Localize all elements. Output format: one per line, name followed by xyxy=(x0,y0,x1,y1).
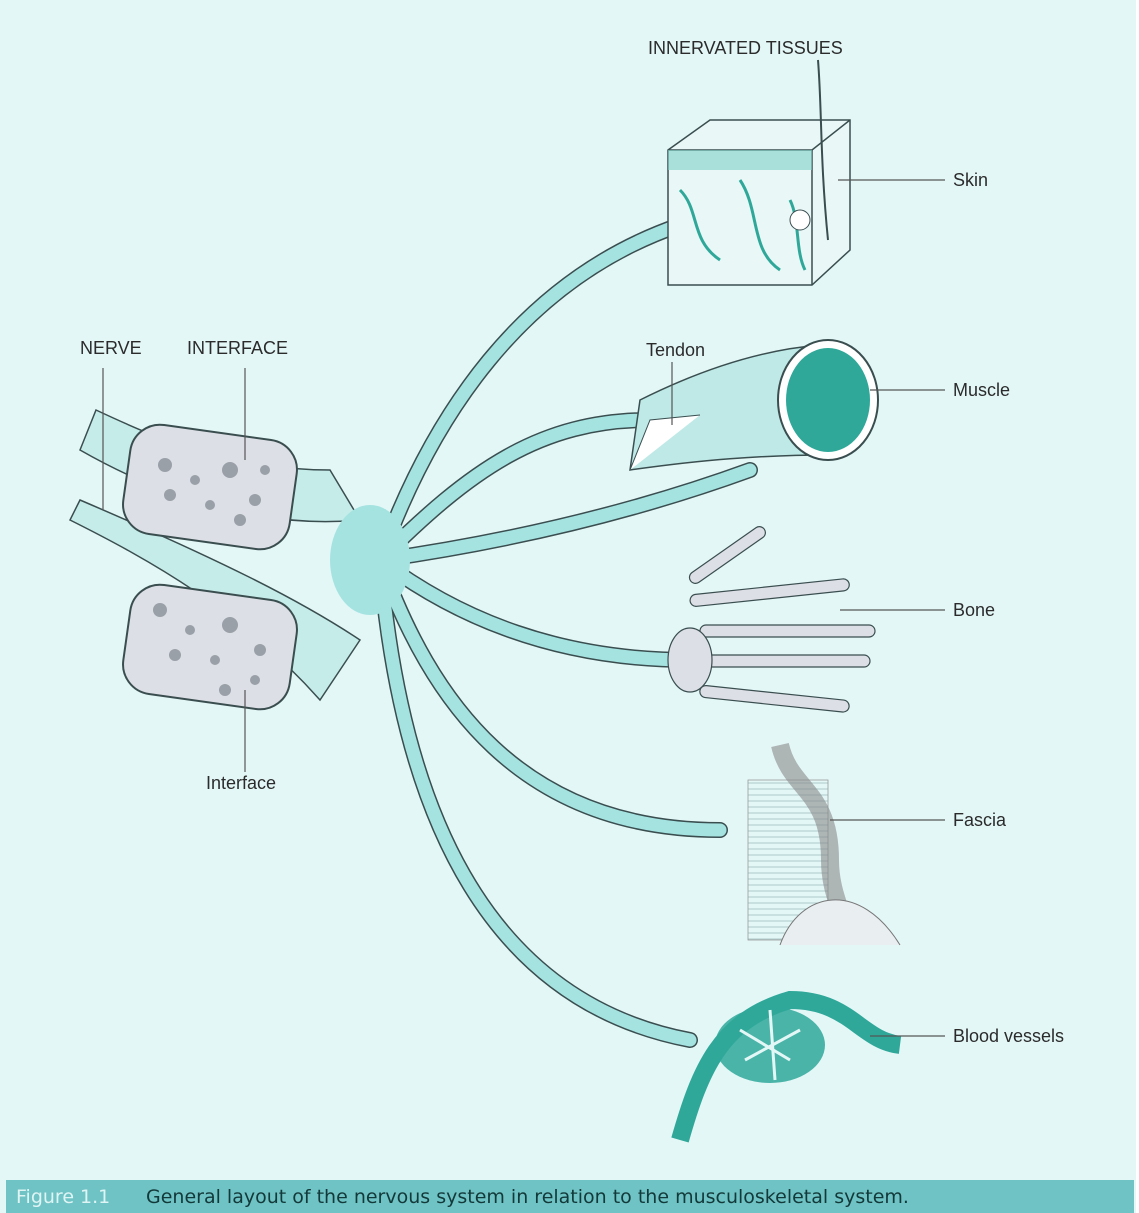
label-innervated-tissues: INNERVATED TISSUES xyxy=(648,38,843,59)
bone-illustration xyxy=(668,524,875,712)
label-nerve: NERVE xyxy=(80,338,142,359)
label-bone: Bone xyxy=(953,600,995,621)
label-interface-lower: Interface xyxy=(206,773,276,794)
label-skin: Skin xyxy=(953,170,988,191)
fascia-illustration xyxy=(748,745,900,945)
label-fascia: Fascia xyxy=(953,810,1006,831)
caption-text: General layout of the nervous system in … xyxy=(146,1186,909,1208)
label-interface-upper: INTERFACE xyxy=(187,338,288,359)
caption-figure-number: Figure 1.1 xyxy=(16,1186,146,1208)
label-tendon: Tendon xyxy=(646,340,705,361)
blood-vessels-illustration xyxy=(680,1000,900,1140)
label-muscle: Muscle xyxy=(953,380,1010,401)
interface-upper xyxy=(119,421,301,553)
skin-illustration xyxy=(668,60,850,285)
caption-bar: Figure 1.1 General layout of the nervous… xyxy=(6,1180,1134,1213)
label-blood-vessels: Blood vessels xyxy=(953,1026,1064,1047)
interface-lower xyxy=(119,581,301,713)
